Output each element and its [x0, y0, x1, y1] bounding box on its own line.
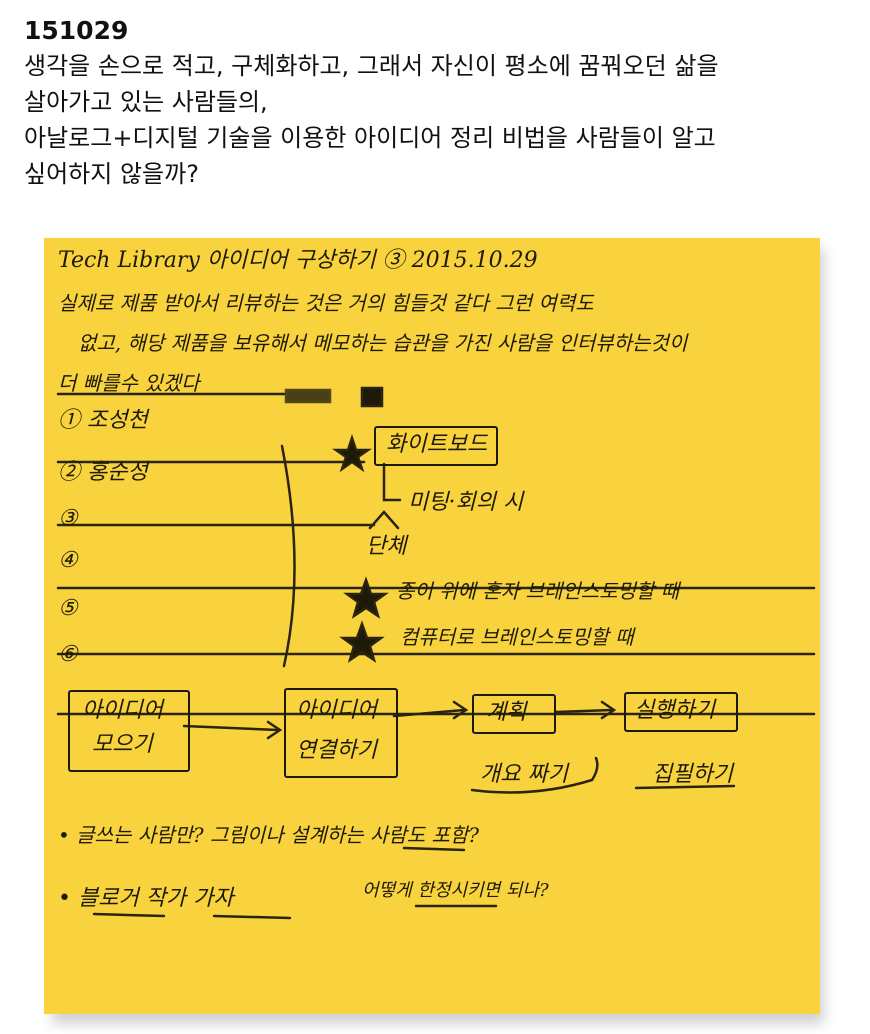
numbered-item: ② 홍순성: [58, 460, 148, 485]
whiteboard-box: [374, 426, 498, 466]
note-bullet-line: 더 빠를수 있겠다: [58, 371, 200, 395]
computer-brainstorm-label: 컴퓨터로 브레인스토밍할 때: [400, 625, 634, 649]
whiteboard-label: 화이트보드: [386, 432, 488, 457]
bottom-question: • 글쓰는 사람만? 그림이나 설계하는 사람도 포함?: [58, 823, 479, 847]
bottom-bullet: • 블로거 작가 가자: [58, 886, 234, 911]
numbered-item: ⑥: [58, 642, 78, 667]
post-line: 아날로그+디지털 기술을 이용한 아이디어 정리 비법을 사람들이 알고: [24, 124, 716, 152]
flow-step-text: 연결하기: [296, 738, 377, 763]
note-header: Tech Library 아이디어 구상하기 ③ 2015.10.29: [58, 248, 538, 273]
meeting-label: 미팅·회의 시: [408, 490, 524, 515]
paper-brainstorm-label: 종이 위에 혼자 브레인스토밍할 때: [396, 579, 680, 603]
flow-step-text: 모으기: [92, 732, 153, 757]
flow-step-text: 아이디어: [296, 698, 377, 723]
sticky-note: Tech Library 아이디어 구상하기 ③ 2015.10.29 실제로 …: [44, 238, 820, 1014]
numbered-item: ③: [58, 506, 78, 531]
post-line: 싶어하지 않을까?: [24, 160, 199, 188]
post-text: 생각을 손으로 적고, 구체화하고, 그래서 자신이 평소에 꿈꿔오던 삶을 살…: [24, 48, 854, 192]
note-bullet-line: 없고, 해당 제품을 보유해서 메모하는 습관을 가진 사람을 인터뷰하는것이: [78, 331, 688, 355]
post-line: 생각을 손으로 적고, 구체화하고, 그래서 자신이 평소에 꿈꿔오던 삶을: [24, 52, 719, 80]
flow-step-text: 계획: [486, 700, 527, 725]
group-label: 단체: [366, 534, 407, 559]
flow-step-text: 실행하기: [634, 698, 715, 723]
flow-note: 개요 짜기: [480, 762, 568, 787]
numbered-item: ④: [58, 548, 78, 573]
post-line: 살아가고 있는 사람들의,: [24, 88, 268, 116]
numbered-item: ⑤: [58, 596, 78, 621]
flow-step-plan: [472, 694, 556, 734]
note-bullet-line: 실제로 제품 받아서 리뷰하는 것은 거의 힘들것 같다 그런 여력도: [58, 291, 594, 315]
note-drawings: [56, 386, 816, 920]
flow-step-text: 아이디어: [82, 698, 163, 723]
flow-step-collect: [68, 690, 190, 772]
flow-step-connect: [284, 688, 398, 778]
numbered-item: ① 조성천: [58, 408, 148, 433]
post-id: 151029: [24, 16, 129, 45]
sticky-note-photo: Tech Library 아이디어 구상하기 ③ 2015.10.29 실제로 …: [44, 238, 824, 1024]
flow-note: 집필하기: [652, 762, 733, 787]
post-header: 151029 생각을 손으로 적고, 구체화하고, 그래서 자신이 평소에 꿈꿔…: [24, 14, 854, 192]
bottom-bullet-note: 어떻게 한정시키면 되나?: [362, 880, 549, 901]
flow-step-execute: [624, 692, 738, 732]
